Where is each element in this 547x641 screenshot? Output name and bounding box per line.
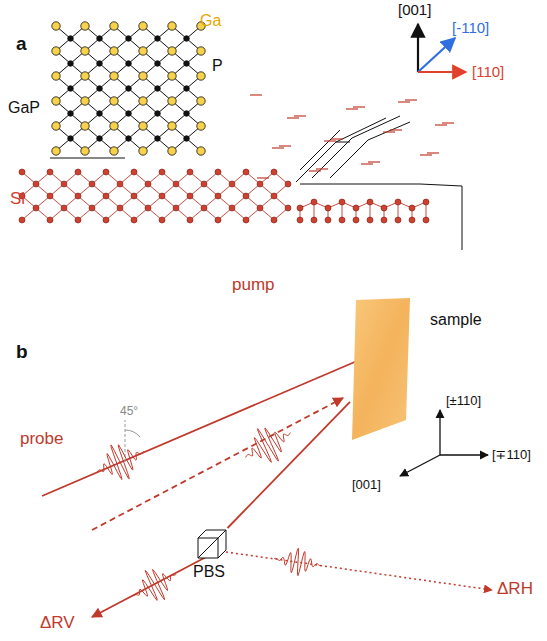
label: [001] <box>352 478 381 491</box>
label: P <box>212 58 223 74</box>
node-label: sample <box>430 312 482 328</box>
beam-splitter-cube: PBS <box>196 528 228 560</box>
label: ΔRH <box>497 580 533 597</box>
label: [-110] <box>452 20 489 35</box>
label: 45° <box>120 405 138 417</box>
label: ΔRV <box>40 614 75 631</box>
cube-shape <box>196 528 228 560</box>
label: Ga <box>200 13 221 29</box>
node-label: PBS <box>193 564 225 580</box>
label: [±110] <box>446 394 481 407</box>
label: probe <box>20 430 63 447</box>
label: Si <box>10 190 25 207</box>
label: [∓110] <box>492 448 531 461</box>
sample-shape <box>350 298 412 442</box>
label: pump <box>232 276 275 293</box>
sample-plate: sample <box>350 298 412 442</box>
label: [110] <box>472 64 504 79</box>
label: a <box>16 34 27 53</box>
reflected-beam <box>228 402 350 528</box>
label: b <box>16 342 28 361</box>
label: [001] <box>398 2 431 17</box>
label: GaP <box>8 100 40 116</box>
